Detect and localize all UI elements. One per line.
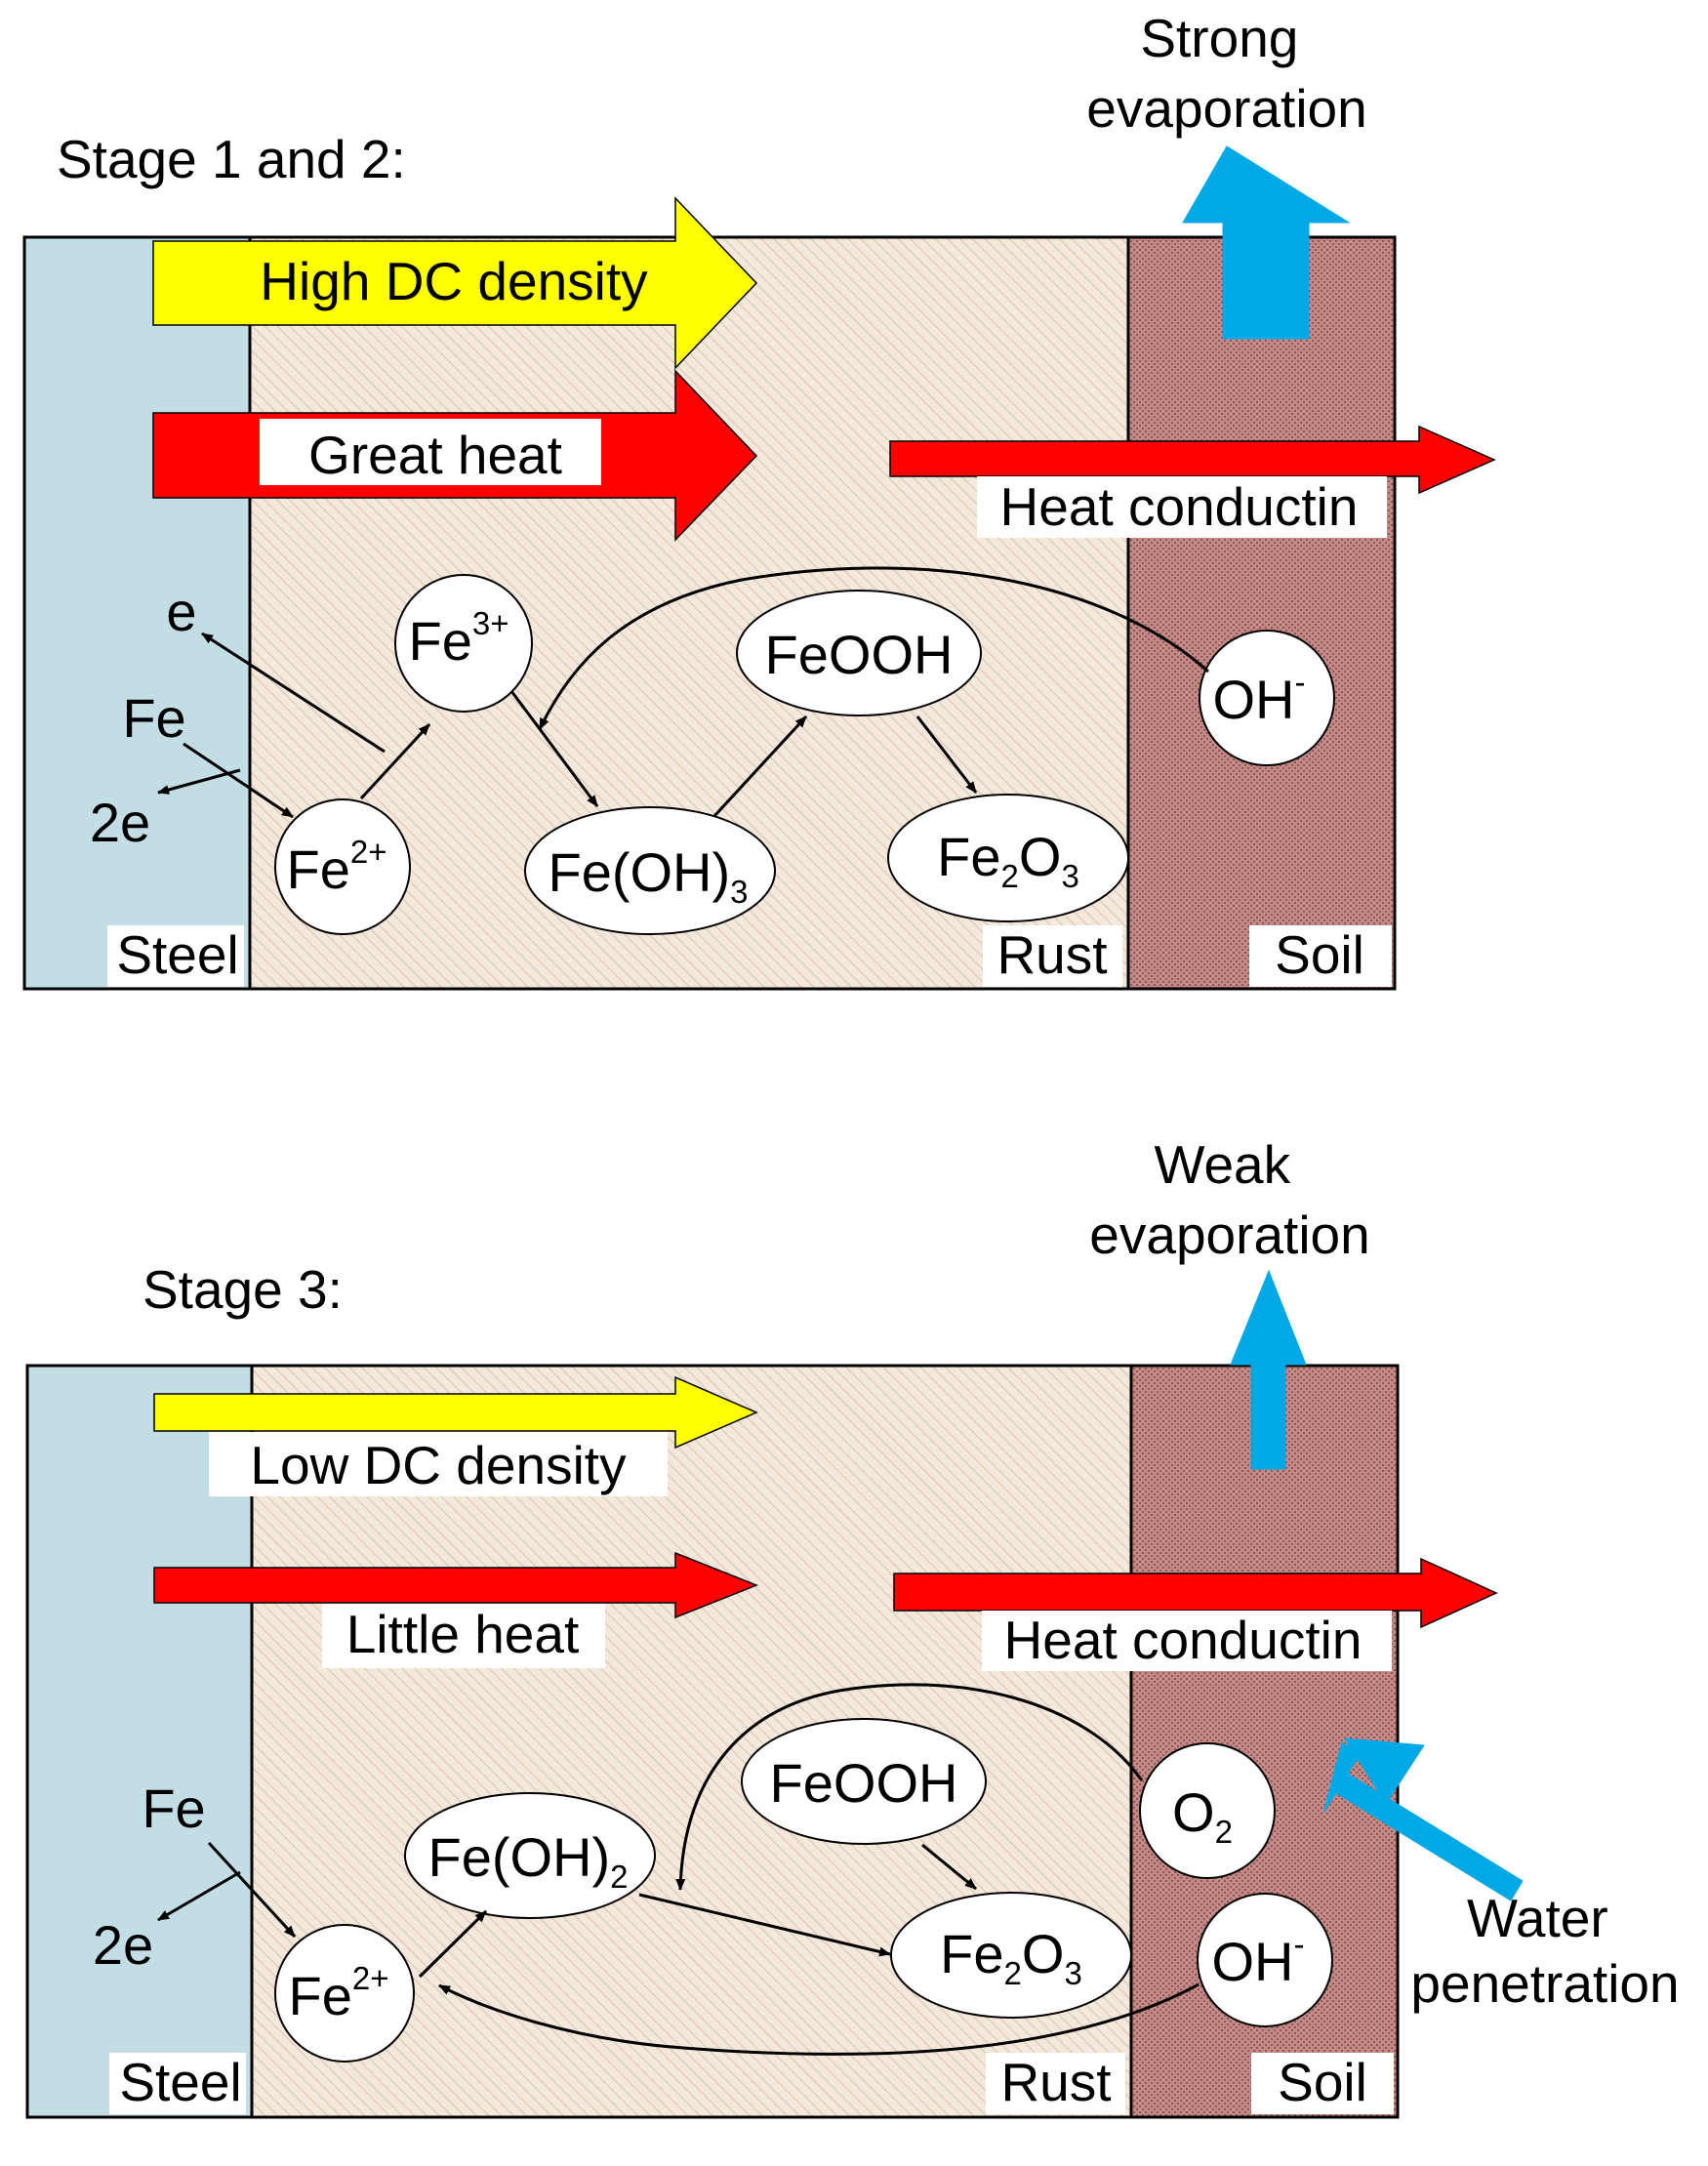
hydroxide-node: OH-: [1199, 630, 1335, 766]
svg-text:Fe(OH)2: Fe(OH)2: [427, 1826, 628, 1895]
feoh3-to-feooh-arrow: [712, 715, 808, 818]
reaction-arrows: [157, 1683, 1200, 2056]
electron-label: e: [166, 581, 196, 642]
feooh-to-fe2o3-arrow: [921, 1843, 977, 1891]
stage-3-panel: Stage 3: Weak evaporation Low DC density…: [25, 1134, 1680, 2119]
low-dc-density-arrow: [153, 1375, 758, 1450]
fe2-to-electron-arrow: [201, 632, 386, 754]
fe3-to-feoh3-arrow: [509, 690, 599, 807]
dc-density-label: High DC density: [260, 251, 648, 311]
water-penetration-label: Water penetration: [1410, 1888, 1679, 2014]
fe2-to-feoh2-arrow: [418, 1909, 488, 1979]
soil-label-box: [1251, 2053, 1394, 2114]
oxygen-to-feoh2-arrow: [675, 1683, 1144, 1891]
high-dc-density-arrow: [152, 196, 758, 370]
heat-label: Great heat: [308, 425, 562, 485]
steel-label-box: [109, 2053, 246, 2114]
svg-text:O2: O2: [1172, 1781, 1233, 1850]
soil-label-box: [1249, 925, 1392, 987]
svg-text:OH-: OH-: [1213, 664, 1306, 730]
panel-border: [25, 1364, 1400, 2119]
stage-1-2-panel: Stage 1 and 2: Strong evaporation High D…: [22, 8, 1496, 991]
feooh-node: FeOOH: [741, 1718, 987, 1845]
svg-text:Fe2+: Fe2+: [287, 834, 387, 900]
hydroxide-to-fe2-arrow: [438, 1982, 1200, 2056]
fe2-node: Fe2+: [274, 798, 411, 935]
svg-text:Fe2+: Fe2+: [289, 1960, 389, 2026]
heat-label: Little heat: [346, 1604, 580, 1664]
dc-density-label-box: [209, 1432, 668, 1496]
water-penetration-arrowhead: [1344, 1737, 1425, 1805]
heat-conduction-box: [982, 1611, 1392, 1671]
hydroxide-node: OH-: [1197, 1893, 1333, 2027]
fe2o3-node: Fe2O3: [890, 1892, 1132, 2019]
iron-to-two-electron-arrow: [157, 768, 241, 795]
soil-label: Soil: [1275, 924, 1364, 985]
steel-label: Steel: [116, 924, 238, 985]
rust-label: Rust: [1000, 2052, 1111, 2112]
iron-to-fe2-arrow: [183, 742, 294, 819]
iron-to-fe2-arrow: [207, 1841, 297, 1939]
hydroxide-to-feoh3-arrow: [538, 566, 1210, 730]
heat-conduction-label: Heat conductin: [1004, 1610, 1362, 1670]
svg-text:Fe(OH)3: Fe(OH)3: [548, 841, 748, 910]
feoh2-to-fe2o3-arrow: [638, 1893, 891, 1957]
stage-3-title: Stage 3:: [142, 1259, 343, 1320]
fe2o3-node: Fe2O3: [887, 794, 1129, 922]
fe2-to-fe3-arrow: [359, 722, 431, 800]
svg-text:FeOOH: FeOOH: [765, 624, 954, 685]
evaporation-label: Strong evaporation: [1086, 8, 1366, 139]
dc-density-label: Low DC density: [250, 1435, 627, 1495]
feoh3-node: Fe(OH)3: [524, 806, 776, 935]
rust-label-box: [986, 2053, 1125, 2114]
two-electron-label: 2e: [90, 792, 150, 853]
heat-label-box: [260, 419, 601, 485]
heat-conduction-label: Heat conductin: [1000, 476, 1359, 537]
iron-label: Fe: [122, 687, 185, 749]
feoh2-node: Fe(OH)2: [404, 1792, 656, 1919]
two-electron-label: 2e: [93, 1914, 153, 1976]
heat-label-box: [322, 1604, 605, 1668]
reaction-arrows: [157, 566, 1210, 819]
svg-text:Fe2O3: Fe2O3: [940, 1923, 1082, 1991]
oxygen-node: O2: [1139, 1742, 1276, 1879]
soil-layer: [1126, 235, 1397, 991]
stage-1-2-title: Stage 1 and 2:: [57, 129, 406, 189]
fe3-node: Fe3+: [394, 574, 533, 713]
feooh-node: FeOOH: [736, 590, 982, 716]
soil-label: Soil: [1278, 2052, 1367, 2112]
svg-text:OH-: OH-: [1212, 1926, 1305, 1992]
steel-layer: [22, 235, 252, 991]
svg-text:FeOOH: FeOOH: [770, 1752, 958, 1814]
steel-label-box: [107, 925, 244, 987]
svg-text:Fe3+: Fe3+: [409, 605, 509, 672]
steel-label: Steel: [119, 2052, 241, 2112]
heat-conduction-box: [977, 476, 1387, 538]
feooh-to-fe2o3-arrow: [915, 715, 978, 794]
iron-to-two-electron-arrow: [157, 1870, 241, 1922]
rust-label: Rust: [996, 924, 1107, 985]
iron-label: Fe: [142, 1778, 205, 1839]
svg-text:Fe2O3: Fe2O3: [937, 826, 1079, 894]
little-heat-arrow: [153, 1551, 759, 1619]
strong-evaporation-arrow: [1182, 145, 1351, 340]
evaporation-label: Weak evaporation: [1089, 1134, 1369, 1265]
weak-evaporation-arrow: [1230, 1269, 1307, 1470]
rust-label-box: [983, 925, 1122, 987]
fe2-node: Fe2+: [274, 1924, 415, 2063]
